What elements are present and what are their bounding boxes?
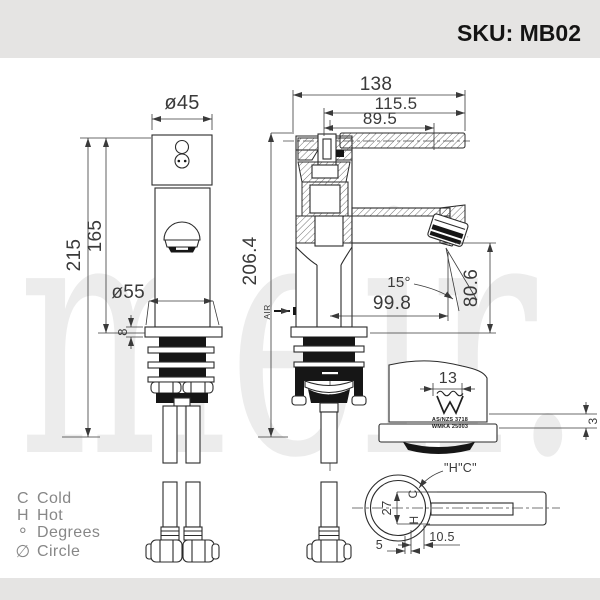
- spout-arm: [351, 204, 469, 247]
- base-detail-flange: [378, 423, 498, 443]
- side-dim-spout-angle-label: 15°: [387, 274, 411, 291]
- front-dim-diameter-top-label: ø45: [164, 92, 199, 114]
- mounting-hardware-side: [291, 337, 367, 413]
- side-dim-depth-handle-label: 89.5: [363, 109, 397, 128]
- front-dim-height-total-label: 215: [64, 239, 85, 272]
- front-view: ø45 215 165 ø55 8: [62, 92, 223, 563]
- handle-cold-label: C: [406, 489, 420, 498]
- legend-symbol-circle: ∅: [15, 542, 30, 561]
- side-section-view: AIR 138 115.5 89.5 206.4 15° 99.8: [240, 74, 496, 563]
- mixer-cartridge-section: [295, 133, 353, 327]
- front-dim-height-body-label: 165: [85, 220, 106, 253]
- side-dim-spout-height-label: 80.6: [461, 269, 482, 307]
- legend-label-cold: Cold: [37, 490, 72, 507]
- side-dim-spout-reach-label: 99.8: [373, 293, 411, 314]
- handle-lever-section: [339, 132, 466, 149]
- base-flange-front: [144, 326, 223, 338]
- base-dim-width-label: 13: [439, 370, 457, 387]
- base-detail-seal: [403, 442, 475, 454]
- handle-dim-gap-label: 5: [376, 538, 383, 552]
- cert-license-label: WMKA 25003: [432, 424, 468, 430]
- aerator-dome: [163, 221, 201, 253]
- side-dim-depth-body-label: 115.5: [375, 94, 418, 113]
- watermark-cert-logo-icon: [436, 390, 464, 415]
- supply-hoses-front: [145, 405, 220, 563]
- footer-bar: [0, 578, 600, 600]
- front-dim-diameter-base-label: ø55: [111, 282, 145, 303]
- legend: C Cold H Hot ° Degrees ∅ Circle: [15, 490, 100, 561]
- front-dim-base-thickness-label: 8: [115, 328, 130, 336]
- legend-symbol-degrees: °: [19, 525, 27, 546]
- spout-aerator: [427, 213, 469, 247]
- cert-standard-label: AS/NZS 3718: [432, 417, 468, 423]
- handle-hot-label: H: [407, 516, 421, 525]
- base-detail-body: [388, 360, 488, 423]
- legend-label-hot: Hot: [37, 507, 63, 524]
- legend-symbol-cold: C: [17, 490, 29, 507]
- handle-callout-label: "H"C": [444, 461, 477, 475]
- legend-label-degrees: Degrees: [37, 524, 100, 541]
- base-detail-view: 13 AS/NZS 3718 WMKA 25003 3: [378, 360, 600, 454]
- base-flange-side: [290, 326, 368, 338]
- side-dim-depth-total-label: 138: [360, 74, 393, 95]
- legend-label-circle: Circle: [37, 543, 80, 560]
- air-label: AIR: [262, 304, 272, 319]
- mounting-hardware-front: [147, 337, 215, 407]
- sku-label: SKU: MB02: [457, 20, 581, 46]
- legend-symbol-hot: H: [17, 507, 29, 524]
- hot-cold-indicator: [174, 153, 190, 169]
- body-front: [154, 187, 211, 328]
- handle-dim-travel-label: 27: [379, 500, 394, 515]
- base-dim-lip-label: 3: [586, 417, 600, 424]
- header-bar: [0, 0, 600, 58]
- side-dim-height-total-label: 206.4: [240, 236, 261, 285]
- supply-hose-side: [306, 411, 352, 563]
- handle-dim-offset-label: 10.5: [429, 530, 455, 544]
- handle-top-view: "H"C" C H 27 10.5 5: [352, 461, 560, 554]
- air-inlet-arrow: AIR: [262, 304, 296, 320]
